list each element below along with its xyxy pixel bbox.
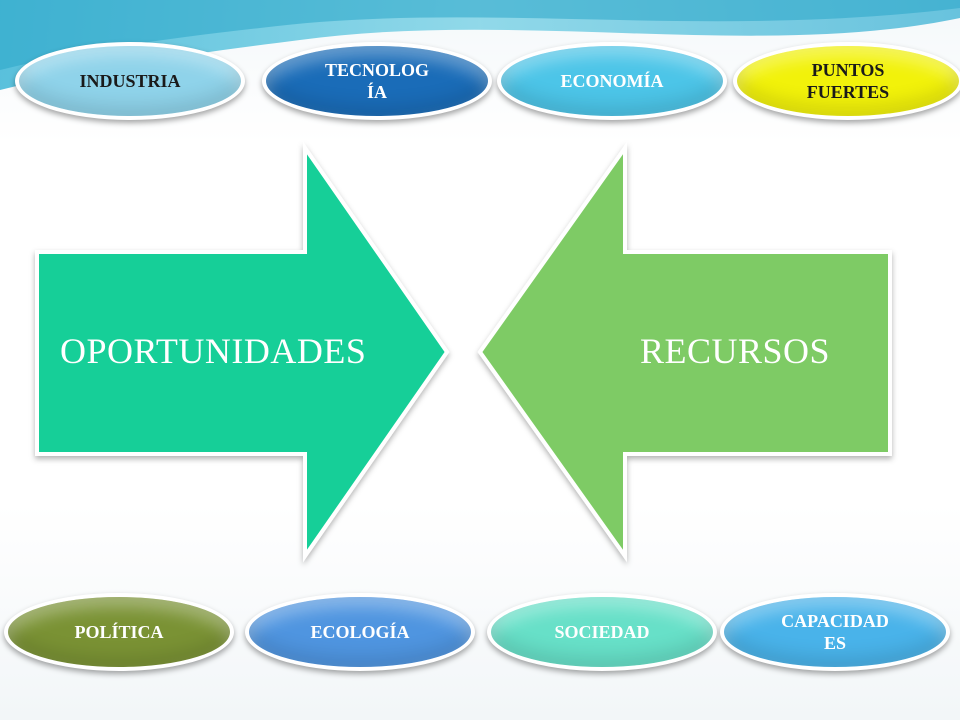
pill-politica-label: POLÍTICA bbox=[74, 621, 164, 642]
arrow-oportunidades bbox=[35, 141, 450, 563]
arrow-oportunidades-label: OPORTUNIDADES bbox=[60, 331, 367, 371]
pill-industria: INDUSTRIA bbox=[15, 42, 245, 120]
pill-industria-label: INDUSTRIA bbox=[79, 70, 181, 91]
pill-ecologia-label: ECOLOGÍA bbox=[310, 621, 410, 642]
pill-tecnologia-label: TECNOLOG ÍA bbox=[324, 59, 430, 103]
pill-economia-label: ECONOMÍA bbox=[560, 70, 664, 91]
header-wave-background bbox=[0, 0, 960, 90]
pill-puntos-fuertes-label: PUNTOS FUERTES bbox=[806, 59, 890, 103]
pill-capacidades: CAPACIDAD ES bbox=[720, 593, 950, 671]
pill-politica: POLÍTICA bbox=[4, 593, 234, 671]
pill-economia: ECONOMÍA bbox=[497, 42, 727, 120]
pill-tecnologia: TECNOLOG ÍA bbox=[262, 42, 492, 120]
pill-sociedad: SOCIEDAD bbox=[487, 593, 717, 671]
pill-ecologia: ECOLOGÍA bbox=[245, 593, 475, 671]
arrow-recursos-label: RECURSOS bbox=[640, 331, 831, 371]
pill-capacidades-label: CAPACIDAD ES bbox=[781, 610, 889, 654]
arrow-recursos bbox=[477, 141, 892, 563]
pill-sociedad-label: SOCIEDAD bbox=[554, 621, 650, 642]
pill-puntos-fuertes: PUNTOS FUERTES bbox=[733, 42, 960, 120]
